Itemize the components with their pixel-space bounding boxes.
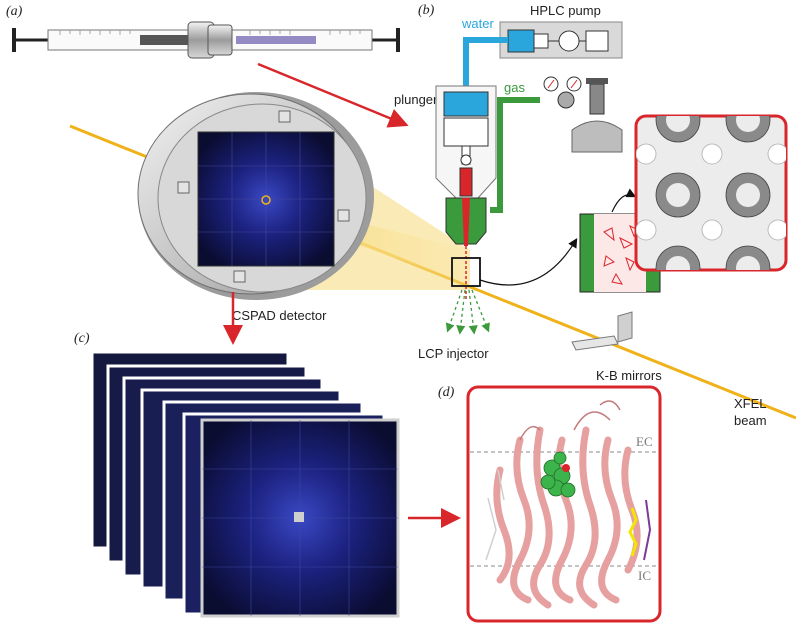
arrow-syringe-to-injector [257,62,409,128]
label-beam: beam [734,413,767,428]
label-cspad-detector: CSPAD detector [232,308,327,323]
gas-regulator [543,76,623,153]
label-ec: EC [636,434,653,449]
cubic-phase-zoom [634,114,788,272]
gas-line [490,97,540,213]
kb-mirrors [571,311,633,351]
cspad-detector [137,92,374,300]
panel-label-d: (d) [438,385,455,400]
label-hplc-pump: HPLC pump [530,3,601,18]
gas-jet-lines [445,289,490,335]
interaction-region-box [451,257,481,287]
water-line [463,37,508,86]
label-ic: IC [638,568,651,583]
panel-label-a: (a) [6,4,23,19]
protein-structure: EC IC [466,385,662,623]
panel-label-b: (b) [418,3,435,18]
label-plunger: plunger [394,92,438,107]
label-kb-mirrors: K-B mirrors [596,368,662,383]
coupled-syringes [12,21,400,59]
label-lcp-injector: LCP injector [418,346,489,361]
diffraction-frame-stack [90,350,400,618]
label-gas: gas [504,80,525,95]
label-water: water [461,16,494,31]
panel-label-c: (c) [74,331,90,346]
hplc-pump [499,21,623,59]
lcp-injector-body [435,85,497,246]
label-xfel: XFEL [734,396,767,411]
